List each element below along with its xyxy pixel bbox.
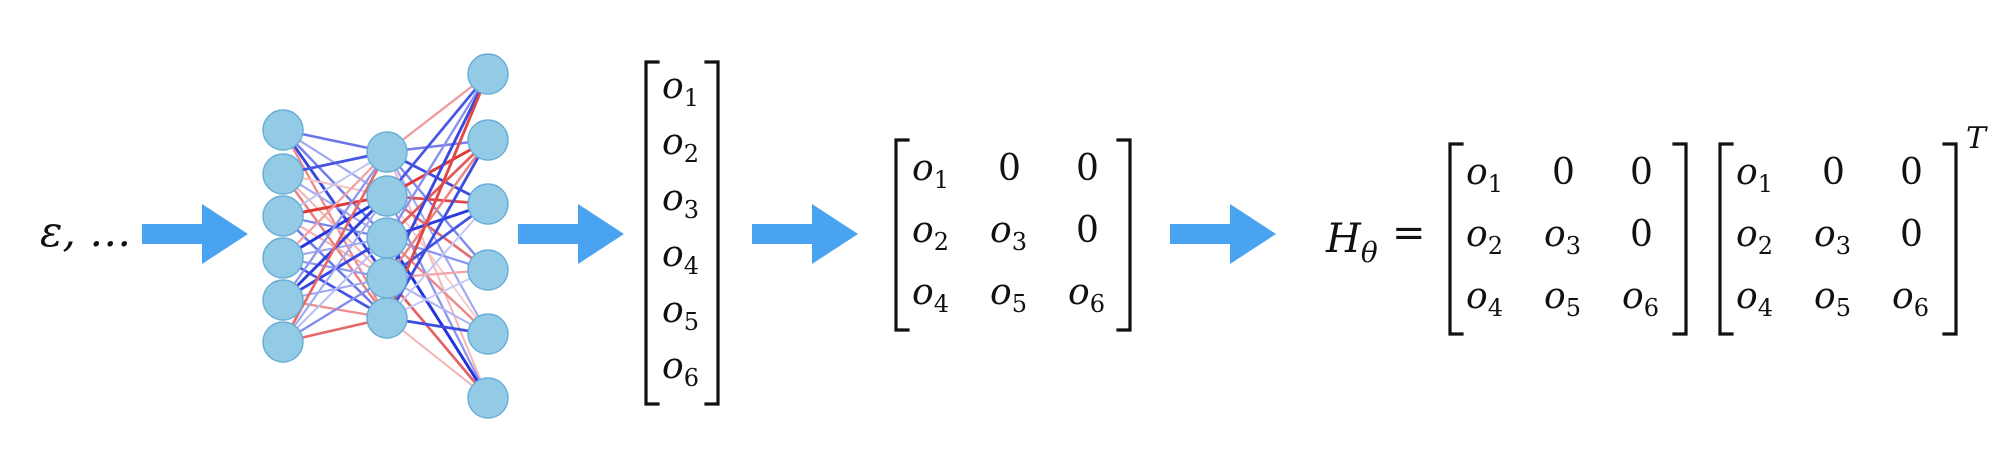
left-bracket [644, 60, 660, 406]
matrix-entry: o6 [1068, 272, 1105, 318]
matrix-entry: o4 [1466, 276, 1503, 322]
right-bracket [1116, 138, 1132, 332]
network-node [366, 217, 408, 259]
network-nodes [262, 53, 509, 419]
vector-entry: o2 [662, 122, 699, 168]
output-vector: o1 o2 o3 o4 o5 o6 [644, 60, 720, 406]
arrow-icon [1170, 204, 1276, 264]
network-edge [386, 194, 489, 272]
network-edge [385, 73, 490, 197]
matrix-entry: o5 [990, 272, 1027, 318]
network-node [467, 377, 509, 419]
network-node [366, 297, 408, 339]
network-node [262, 279, 304, 321]
arrow-icon [518, 204, 624, 264]
network-node [262, 195, 304, 237]
matrix-entries: o1 0 0 o2 o3 0 o4 o5 o6 [912, 148, 1105, 318]
network-node [366, 175, 408, 217]
network-node [262, 153, 304, 195]
left-bracket [1718, 142, 1734, 336]
network-edge [386, 317, 489, 399]
matrix-entry: o6 [1622, 276, 1659, 322]
matrix-entry: o1 [1466, 152, 1503, 198]
matrix-entry: 0 [998, 148, 1021, 189]
matrix-entry: 0 [1900, 214, 1923, 255]
network-node [467, 53, 509, 95]
matrix-entries: o1 0 0 o2 o3 0 o4 o5 o6 [1736, 152, 1929, 322]
network-node [467, 119, 509, 161]
network-edge [386, 195, 489, 335]
network-edge [282, 237, 388, 343]
matrix-entry: o3 [1544, 214, 1581, 260]
lower-triangular-matrix: o1 0 0 o2 o3 0 o4 o5 o6 [894, 138, 1132, 332]
left-bracket [894, 138, 910, 332]
matrix-entry: 0 [1630, 152, 1653, 193]
left-bracket [1448, 142, 1464, 336]
transpose-superscript: T [1966, 121, 1988, 156]
matrix-entry: o5 [1814, 276, 1851, 322]
matrix-entry: o2 [912, 210, 949, 256]
arrow-icon [752, 204, 858, 264]
right-bracket [1942, 142, 1958, 336]
matrix-entry: o4 [1736, 276, 1773, 322]
network-node [467, 313, 509, 355]
matrix-entry: 0 [1076, 210, 1099, 251]
network-node [366, 257, 408, 299]
network-edge [282, 151, 388, 259]
matrix-entry: o4 [912, 272, 949, 318]
input-label: ε, … [40, 207, 131, 256]
matrix-entry: o2 [1466, 214, 1503, 260]
matrix-entry: o3 [1814, 214, 1851, 260]
right-bracket [1672, 142, 1688, 336]
vector-entry: o1 [662, 66, 699, 112]
matrix-entry: 0 [1822, 152, 1845, 193]
network-node [262, 237, 304, 279]
matrix-entry: 0 [1076, 148, 1099, 189]
network-node [467, 249, 509, 291]
network-edge [386, 139, 489, 239]
matrix-entry: o3 [990, 210, 1027, 256]
equals-sign: = [1392, 210, 1426, 256]
matrix-entry: o5 [1544, 276, 1581, 322]
network-edge [386, 73, 489, 153]
network-edge [386, 73, 489, 239]
network-edge [386, 203, 489, 319]
network-node [262, 321, 304, 363]
matrix-entries: o1 0 0 o2 o3 0 o4 o5 o6 [1466, 152, 1659, 322]
network-node [262, 109, 304, 151]
matrix-entry: 0 [1552, 152, 1575, 193]
network-edge [282, 151, 388, 301]
vector-entry: o6 [662, 346, 699, 392]
matrix-entry: 0 [1630, 214, 1653, 255]
equation-lhs: Hθ [1325, 216, 1378, 269]
matrix-entry: o2 [1736, 214, 1773, 260]
cholesky-equation: Hθ = o1 0 0 o2 o3 0 o4 o5 o6 o1 0 0 o2 o3 0 o4 o5 o6 T [1325, 121, 1988, 336]
matrix-entry: 0 [1900, 152, 1923, 193]
network-node [467, 183, 509, 225]
vector-entry: o3 [662, 178, 699, 224]
network-edge [282, 195, 388, 343]
network-edge [386, 139, 489, 279]
network-edge [386, 151, 489, 335]
neural-network-icon [262, 53, 509, 419]
network-edge [386, 202, 489, 280]
arrow-icon [142, 204, 248, 264]
vector-entry: o5 [662, 290, 699, 336]
vector-entry: o4 [662, 234, 699, 280]
right-bracket [704, 60, 720, 406]
matrix-entry: o6 [1892, 276, 1929, 322]
network-node [366, 131, 408, 173]
matrix-entry: o1 [912, 148, 949, 194]
matrix-entry: o1 [1736, 152, 1773, 198]
